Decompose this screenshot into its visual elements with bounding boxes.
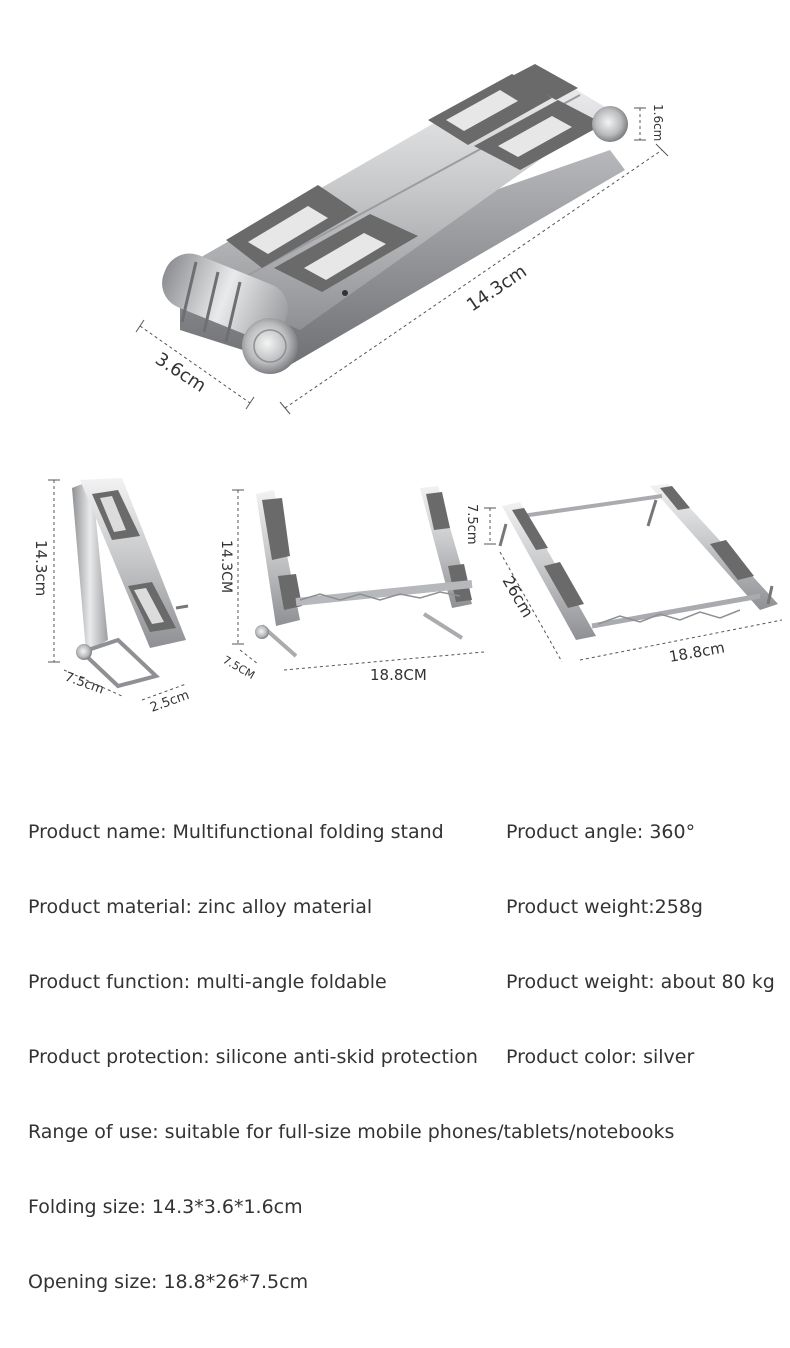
spec-product-function: Product function: multi-angle foldable [28,971,387,993]
open-view-stand-image [498,484,778,640]
spec-product-name: Product name: Multifunctional folding st… [28,821,444,843]
spec-product-load: Product weight: about 80 kg [506,971,775,993]
front-dimension-lines [232,489,485,671]
folded-width-label: 3.6cm [151,349,209,397]
product-dimension-figure: 1.6cm 14.3cm 3.6cm 14.3cm 7.5cm 2.5cm [32,64,783,716]
open-width-label: 18.8cm [668,638,727,665]
front-view-stand-image [255,486,473,658]
spec-product-material: Product material: zinc alloy material [28,896,373,918]
side-depth-label: 7.5cm [63,670,106,698]
side-leg-label: 2.5cm [148,688,191,716]
spec-folding-size: Folding size: 14.3*3.6*1.6cm [28,1196,303,1218]
front-height-label: 14.3CM [218,540,234,593]
folded-dimension-lines [135,107,669,415]
folded-length-label: 14.3cm [463,261,531,316]
side-dimension-lines [48,479,187,701]
spec-range-of-use: Range of use: suitable for full-size mob… [28,1121,675,1143]
side-height-label: 14.3cm [32,540,50,596]
folded-height-label: 1.6cm [651,104,665,141]
open-height-label: 7.5cm [464,504,479,545]
front-width-label: 18.8CM [370,666,427,684]
spec-product-weight: Product weight:258g [506,896,703,918]
open-dimension-lines [484,507,783,663]
folded-stand-image [162,64,628,374]
open-depth-label: 26cm [499,573,538,621]
spec-product-protection: Product protection: silicone anti-skid p… [28,1046,478,1068]
spec-product-angle: Product angle: 360° [506,821,696,843]
front-depth-label: 7.5CM [221,653,258,682]
side-view-stand-image [72,478,189,689]
spec-opening-size: Opening size: 18.8*26*7.5cm [28,1271,309,1293]
spec-product-color: Product color: silver [506,1046,695,1068]
